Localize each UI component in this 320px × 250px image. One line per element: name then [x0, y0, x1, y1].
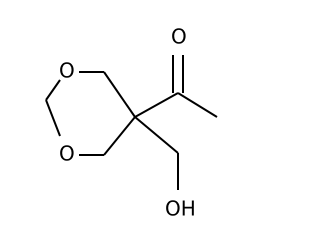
ring-oxygen-top-label: O: [59, 59, 75, 83]
bond-c5-c4: [103, 71, 136, 118]
bond-c6-c5: [103, 116, 136, 156]
bond-o3-c2: [45, 79, 61, 101]
bond-c5-ch2: [134, 116, 179, 154]
bond-carbonyl-methyl: [177, 92, 218, 118]
ring-oxygen-bottom-label: O: [59, 142, 75, 166]
bond-c5-carbonyl-c: [134, 92, 179, 118]
carbonyl-oxygen-label: O: [171, 25, 187, 49]
molecule-diagram: O O O OH: [45, 24, 218, 221]
structure-drawing: O O O OH: [45, 25, 218, 221]
hydroxyl-label: OH: [165, 197, 196, 221]
bond-c2-o1: [45, 99, 61, 137]
